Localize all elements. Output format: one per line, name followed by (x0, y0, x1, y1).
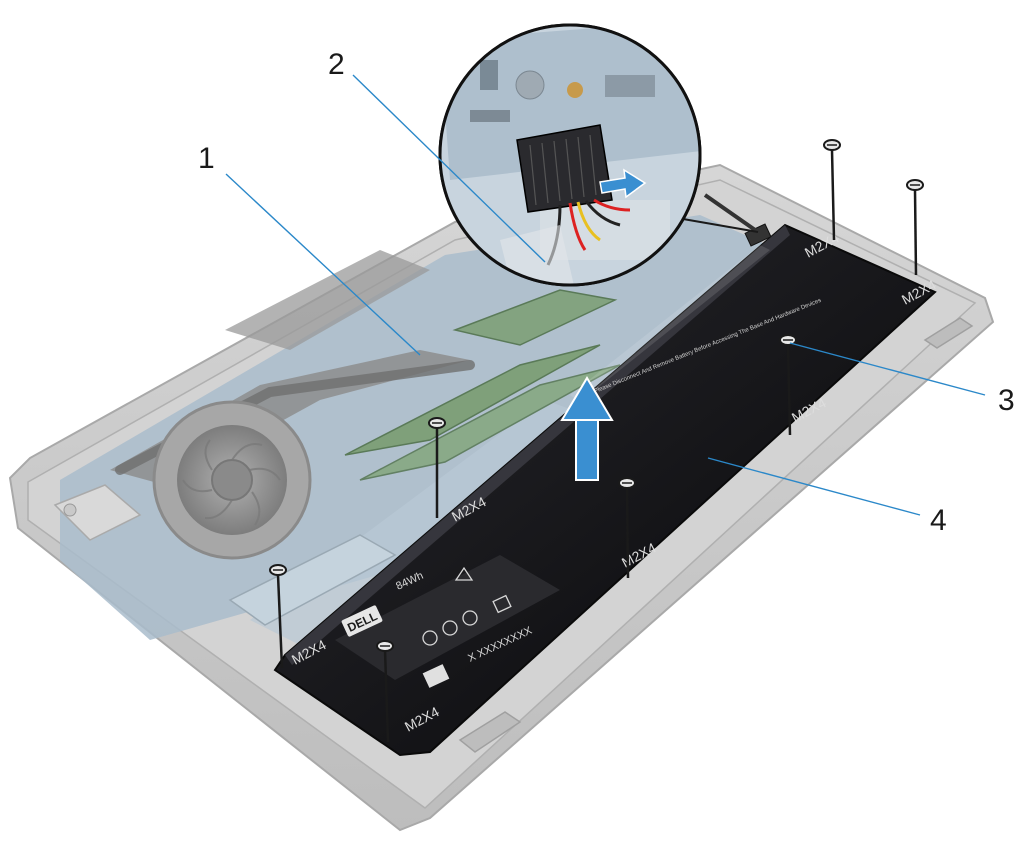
callout-2: 2 (328, 48, 345, 81)
lift-arrow-icon (560, 376, 614, 481)
solid-state-drive (228, 534, 397, 626)
speaker-grilles (458, 317, 974, 753)
callout-lines (225, 74, 986, 516)
screw-icon (779, 334, 797, 436)
system-fan (152, 400, 312, 560)
callout-numbers: 1 2 3 4 (198, 48, 1015, 537)
memory-modules (344, 289, 621, 481)
callout-4: 4 (930, 504, 947, 537)
screw-icon (906, 179, 924, 276)
wireless-card (53, 484, 142, 541)
disconnect-arrow-icon (599, 168, 647, 199)
screw-icon (269, 564, 287, 669)
screw-icon (376, 640, 394, 743)
callout-3: 3 (998, 384, 1015, 417)
battery-barcode (422, 664, 450, 688)
screws (269, 139, 924, 743)
screw-icon (428, 417, 446, 518)
screw-icon (618, 477, 636, 579)
battery-warning-icons (422, 566, 512, 646)
connector-detail-inset (438, 23, 759, 287)
screw-icon (823, 139, 841, 241)
battery-cable (703, 193, 760, 234)
callout-1: 1 (198, 142, 215, 175)
